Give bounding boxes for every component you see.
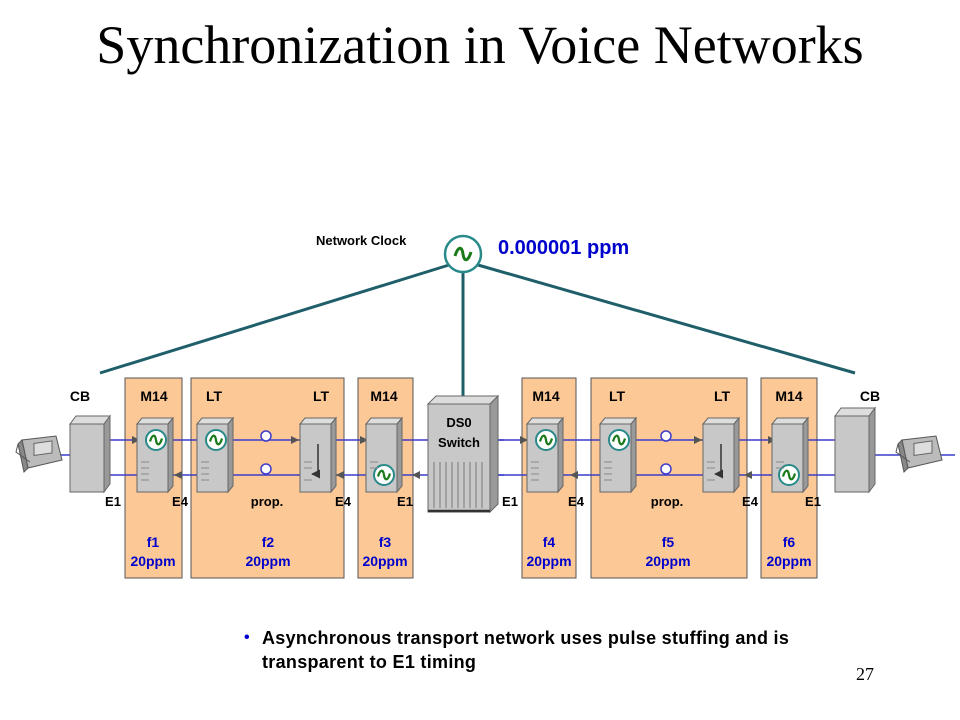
phone-icon: [15, 435, 63, 474]
interface-label: E1: [805, 494, 821, 509]
interface-labels: E1 E4 prop. E4 E1 E1 E4 prop. E4 E1: [105, 494, 821, 509]
interface-label: E1: [105, 494, 121, 509]
interface-label: E4: [742, 494, 759, 509]
ds0-switch-label-2: Switch: [438, 435, 480, 450]
section-tolerance: 20ppm: [766, 553, 811, 569]
frequency-labels: f1 20ppm f2 20ppm f3 20ppm f4 20ppm f5 20ppm f6 20p…: [130, 534, 811, 569]
clock-link-right: [477, 263, 856, 375]
equipment-label: CB: [860, 388, 880, 404]
network-clock: [443, 234, 483, 274]
equipment-label: M14: [532, 388, 559, 404]
section-tolerance: 20ppm: [645, 553, 690, 569]
lt-box: [298, 416, 338, 494]
section-frequency: f4: [543, 534, 556, 550]
equipment-label: M14: [370, 388, 397, 404]
lt-box: [195, 416, 235, 494]
interface-label: prop.: [651, 494, 684, 509]
cb-switch-left: [69, 414, 111, 494]
interface-label: E4: [335, 494, 352, 509]
section-frequency: f5: [662, 534, 675, 550]
equipment-label: LT: [714, 388, 731, 404]
section-frequency: f1: [147, 534, 160, 550]
interface-label: E4: [568, 494, 585, 509]
interface-label: E4: [172, 494, 189, 509]
equipment-label: LT: [206, 388, 223, 404]
bullet-icon: •: [244, 629, 250, 646]
equipment-labels: CB M14 LT LT M14 M14 LT LT M14 CB: [70, 388, 880, 404]
interface-label: prop.: [251, 494, 284, 509]
equipment-label: M14: [140, 388, 167, 404]
ds0-switch: [426, 394, 500, 514]
section-frequency: f6: [783, 534, 796, 550]
m14-box: [525, 416, 565, 494]
lt-box: [701, 416, 741, 494]
equipment-label: LT: [609, 388, 626, 404]
interface-label: E1: [397, 494, 413, 509]
bullet-note: • Asynchronous transport network uses pu…: [244, 626, 884, 674]
equipment-label: M14: [775, 388, 802, 404]
section-tolerance: 20ppm: [130, 553, 175, 569]
m14-box: [135, 416, 175, 494]
m14-box: [364, 416, 404, 494]
bullet-text: Asynchronous transport network uses puls…: [262, 628, 790, 672]
section-tolerance: 20ppm: [526, 553, 571, 569]
section-frequency: f3: [379, 534, 392, 550]
phone-icon: [895, 435, 943, 474]
cb-switch-right: [834, 406, 876, 494]
section-frequency: f2: [262, 534, 275, 550]
signal-arrows: [132, 436, 776, 479]
lt-box: [598, 416, 638, 494]
interface-label: E1: [502, 494, 518, 509]
slide-title: Synchronization in Voice Networks: [96, 15, 864, 75]
equipment-label: LT: [313, 388, 330, 404]
clock-links: [99, 263, 856, 398]
clock-accuracy: 0.000001 ppm: [498, 237, 629, 259]
section-tolerance: 20ppm: [245, 553, 290, 569]
page-number: 27: [856, 664, 874, 684]
section-tolerance: 20ppm: [362, 553, 407, 569]
ds0-switch-label-1: DS0: [446, 415, 471, 430]
network-clock-label: Network Clock: [316, 233, 407, 248]
clock-link-left: [99, 263, 450, 375]
equipment-label: CB: [70, 388, 90, 404]
prop-markers: [260, 430, 672, 475]
m14-box: [770, 416, 810, 494]
